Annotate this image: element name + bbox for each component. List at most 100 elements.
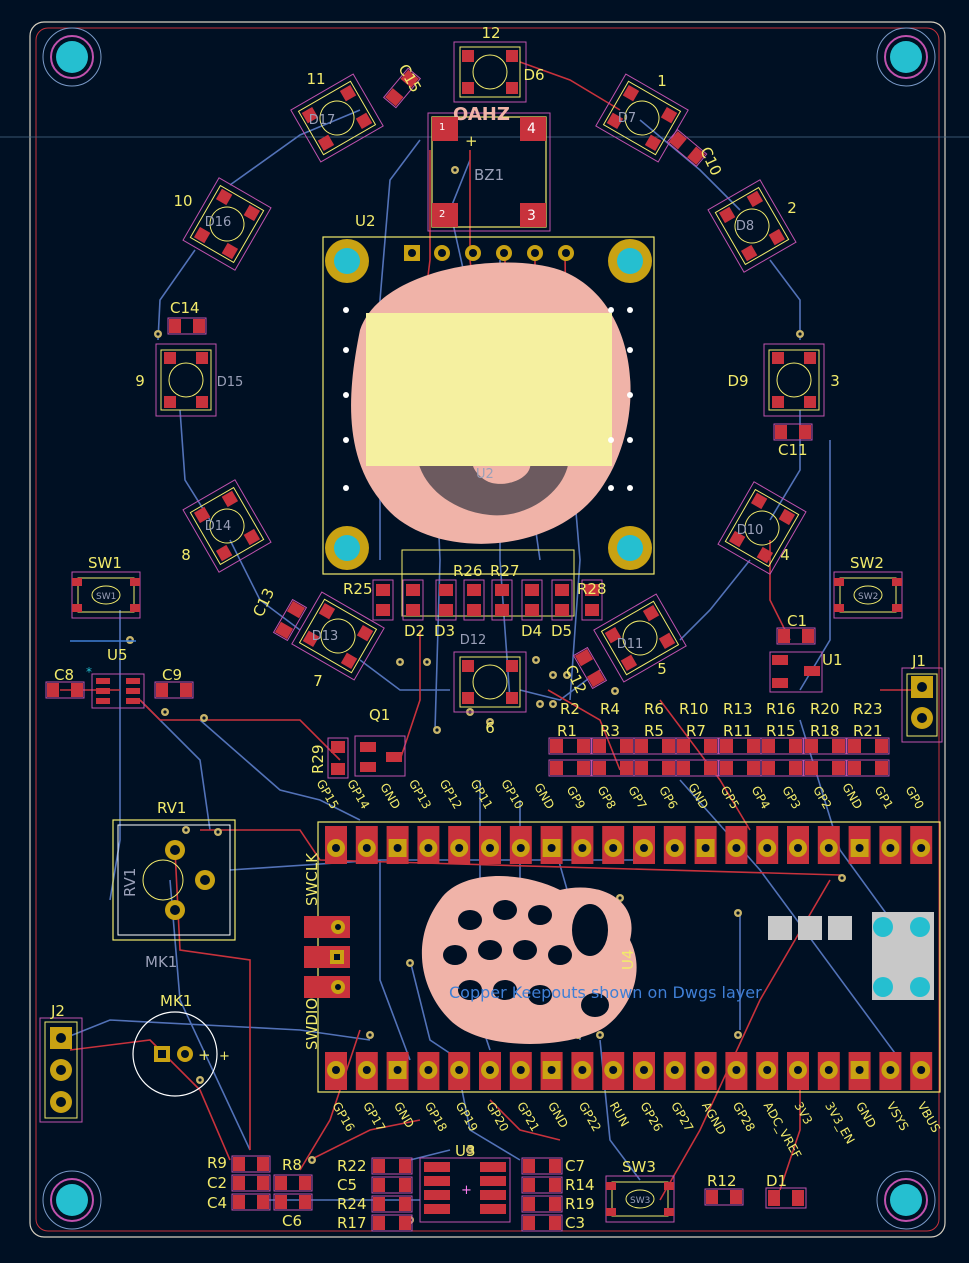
u3-right-part-1[interactable] [521, 1176, 563, 1194]
u2-display-module[interactable]: U2 U2 [322, 212, 655, 575]
pico-top-pin-5[interactable] [448, 826, 471, 864]
small-led-row[interactable]: R25 R26 R27 R28 D2 D3 D4 D5 [343, 549, 607, 640]
small-row-part-1[interactable] [402, 579, 424, 621]
bank-resistor-0-3[interactable] [675, 737, 719, 755]
bank-resistor-1-2[interactable] [633, 759, 677, 777]
pico-top-pin-18[interactable] [848, 826, 871, 864]
j2-connector[interactable]: J2 [39, 1002, 83, 1123]
u1-transistor[interactable]: U1 [769, 651, 843, 693]
cap-c11[interactable] [773, 423, 813, 441]
bank-resistor-1-4[interactable] [718, 759, 762, 777]
pico-bot-pin-8[interactable] [540, 1052, 563, 1090]
cap-c13[interactable] [272, 598, 308, 642]
pico-top-pin-4[interactable] [417, 826, 440, 864]
c9-capacitor[interactable]: C9 [154, 666, 194, 699]
u3-left-part-0[interactable] [371, 1157, 413, 1175]
led-d7[interactable] [595, 73, 689, 163]
small-row-part-7[interactable] [581, 579, 603, 621]
pico-bot-pin-7[interactable] [509, 1052, 532, 1090]
cap-c15[interactable] [382, 67, 422, 109]
pico-bot-pin-18[interactable] [848, 1052, 871, 1090]
u3-left-part-1[interactable] [371, 1176, 413, 1194]
bank-resistor-1-5[interactable] [760, 759, 804, 777]
pico-bot-pin-20[interactable] [910, 1052, 933, 1090]
mounting-hole-top-right[interactable] [876, 27, 936, 87]
led-d8[interactable] [707, 179, 797, 273]
pico-bot-pin-13[interactable] [694, 1052, 717, 1090]
led-d11[interactable] [593, 593, 687, 683]
small-row-part-6[interactable] [551, 579, 573, 621]
pico-top-pin-10[interactable] [602, 826, 625, 864]
bank-resistor-0-7[interactable] [846, 737, 890, 755]
u3-right-part-0[interactable] [521, 1157, 563, 1175]
pico-top-pin-7[interactable] [509, 826, 532, 864]
d1-diode[interactable]: D1 [765, 1172, 807, 1209]
r12-resistor[interactable]: R12 [704, 1172, 744, 1206]
bank-resistor-0-4[interactable] [718, 737, 762, 755]
pico-bot-pin-1[interactable] [325, 1052, 347, 1090]
sw1-switch[interactable]: SW1 SW1 [71, 554, 141, 619]
small-row-part-5[interactable] [521, 579, 543, 621]
pico-top-pin-8[interactable] [540, 826, 563, 864]
bz1-buzzer[interactable]: OAHZ 1 4 2 3 + BZ1 [427, 104, 551, 232]
pico-bot-pin-2[interactable] [355, 1052, 378, 1090]
led-d15[interactable] [155, 343, 217, 417]
pico-bot-pin-15[interactable] [756, 1052, 779, 1090]
pico-bot-pin-9[interactable] [571, 1052, 594, 1090]
u3-ic[interactable]: U3 + [419, 1142, 511, 1223]
small-row-part-3[interactable] [463, 579, 485, 621]
bank-resistor-1-7[interactable] [846, 759, 890, 777]
led-d16[interactable] [182, 177, 272, 271]
mounting-hole-bottom-right[interactable] [876, 1170, 936, 1230]
led-d10[interactable] [717, 481, 807, 575]
pico-top-pin-3[interactable] [386, 826, 409, 864]
small-row-part-0[interactable] [372, 579, 394, 621]
pico-top-pin-11[interactable] [633, 826, 655, 864]
swd-debug-pads[interactable]: SWCLK SWDIO [303, 852, 350, 1050]
pico-top-pin-1[interactable] [325, 826, 347, 864]
bottom-left-passives[interactable]: R9 C2 C4 R8 C6 [207, 1154, 313, 1230]
pico-top-pin-2[interactable] [355, 826, 378, 864]
pico-bot-pin-19[interactable] [879, 1052, 902, 1090]
led-d9[interactable] [763, 343, 825, 417]
pico-top-pin-13[interactable] [694, 826, 717, 864]
mounting-hole-bottom-left[interactable] [42, 1170, 102, 1230]
u2-mounting-pad-tl[interactable] [325, 239, 369, 283]
sw2-switch[interactable]: SW2 SW2 [833, 554, 903, 619]
mk1-microphone[interactable]: + + MK1 [132, 992, 230, 1097]
u2-mounting-pad-tr[interactable] [608, 239, 652, 283]
pico-top-pin-14[interactable] [725, 826, 748, 864]
bank-resistor-0-0[interactable] [548, 737, 592, 755]
rv1-potentiometer[interactable]: RV1 RV1 [112, 799, 236, 941]
pico-bot-pin-17[interactable] [817, 1052, 840, 1090]
bank-resistor-1-0[interactable] [548, 759, 592, 777]
led-d12[interactable] [453, 651, 527, 713]
u3-left-part-2[interactable] [371, 1195, 413, 1213]
mounting-hole-top-left[interactable] [42, 27, 102, 87]
c8-capacitor[interactable]: C8 [45, 666, 85, 699]
pico-bot-pin-6[interactable] [479, 1052, 501, 1090]
led-d13[interactable] [291, 591, 385, 681]
pico-bot-pin-11[interactable] [633, 1052, 655, 1090]
led-d6[interactable] [453, 41, 527, 103]
u4-pico-module[interactable]: U4 Copper Keepouts shown on Dwgs layer G… [303, 777, 943, 1161]
pico-bot-pin-12[interactable] [663, 1052, 686, 1090]
pico-bottom-header[interactable] [325, 1052, 933, 1090]
q1-transistor[interactable]: Q1 [354, 706, 406, 777]
bank-resistor-0-1[interactable] [591, 737, 635, 755]
pico-top-pin-15[interactable] [756, 826, 779, 864]
u2-mounting-pad-bl[interactable] [325, 526, 369, 570]
led-d14[interactable] [182, 479, 272, 573]
pico-bot-pin-3[interactable] [386, 1052, 409, 1090]
u3-right-part-2[interactable] [521, 1195, 563, 1213]
bank-resistor-0-2[interactable] [633, 737, 677, 755]
pico-top-pin-20[interactable] [910, 826, 933, 864]
pico-top-pin-9[interactable] [571, 826, 594, 864]
small-row-part-4[interactable] [491, 579, 513, 621]
pico-top-pin-17[interactable] [817, 826, 840, 864]
u2-header-pins[interactable] [404, 245, 574, 261]
